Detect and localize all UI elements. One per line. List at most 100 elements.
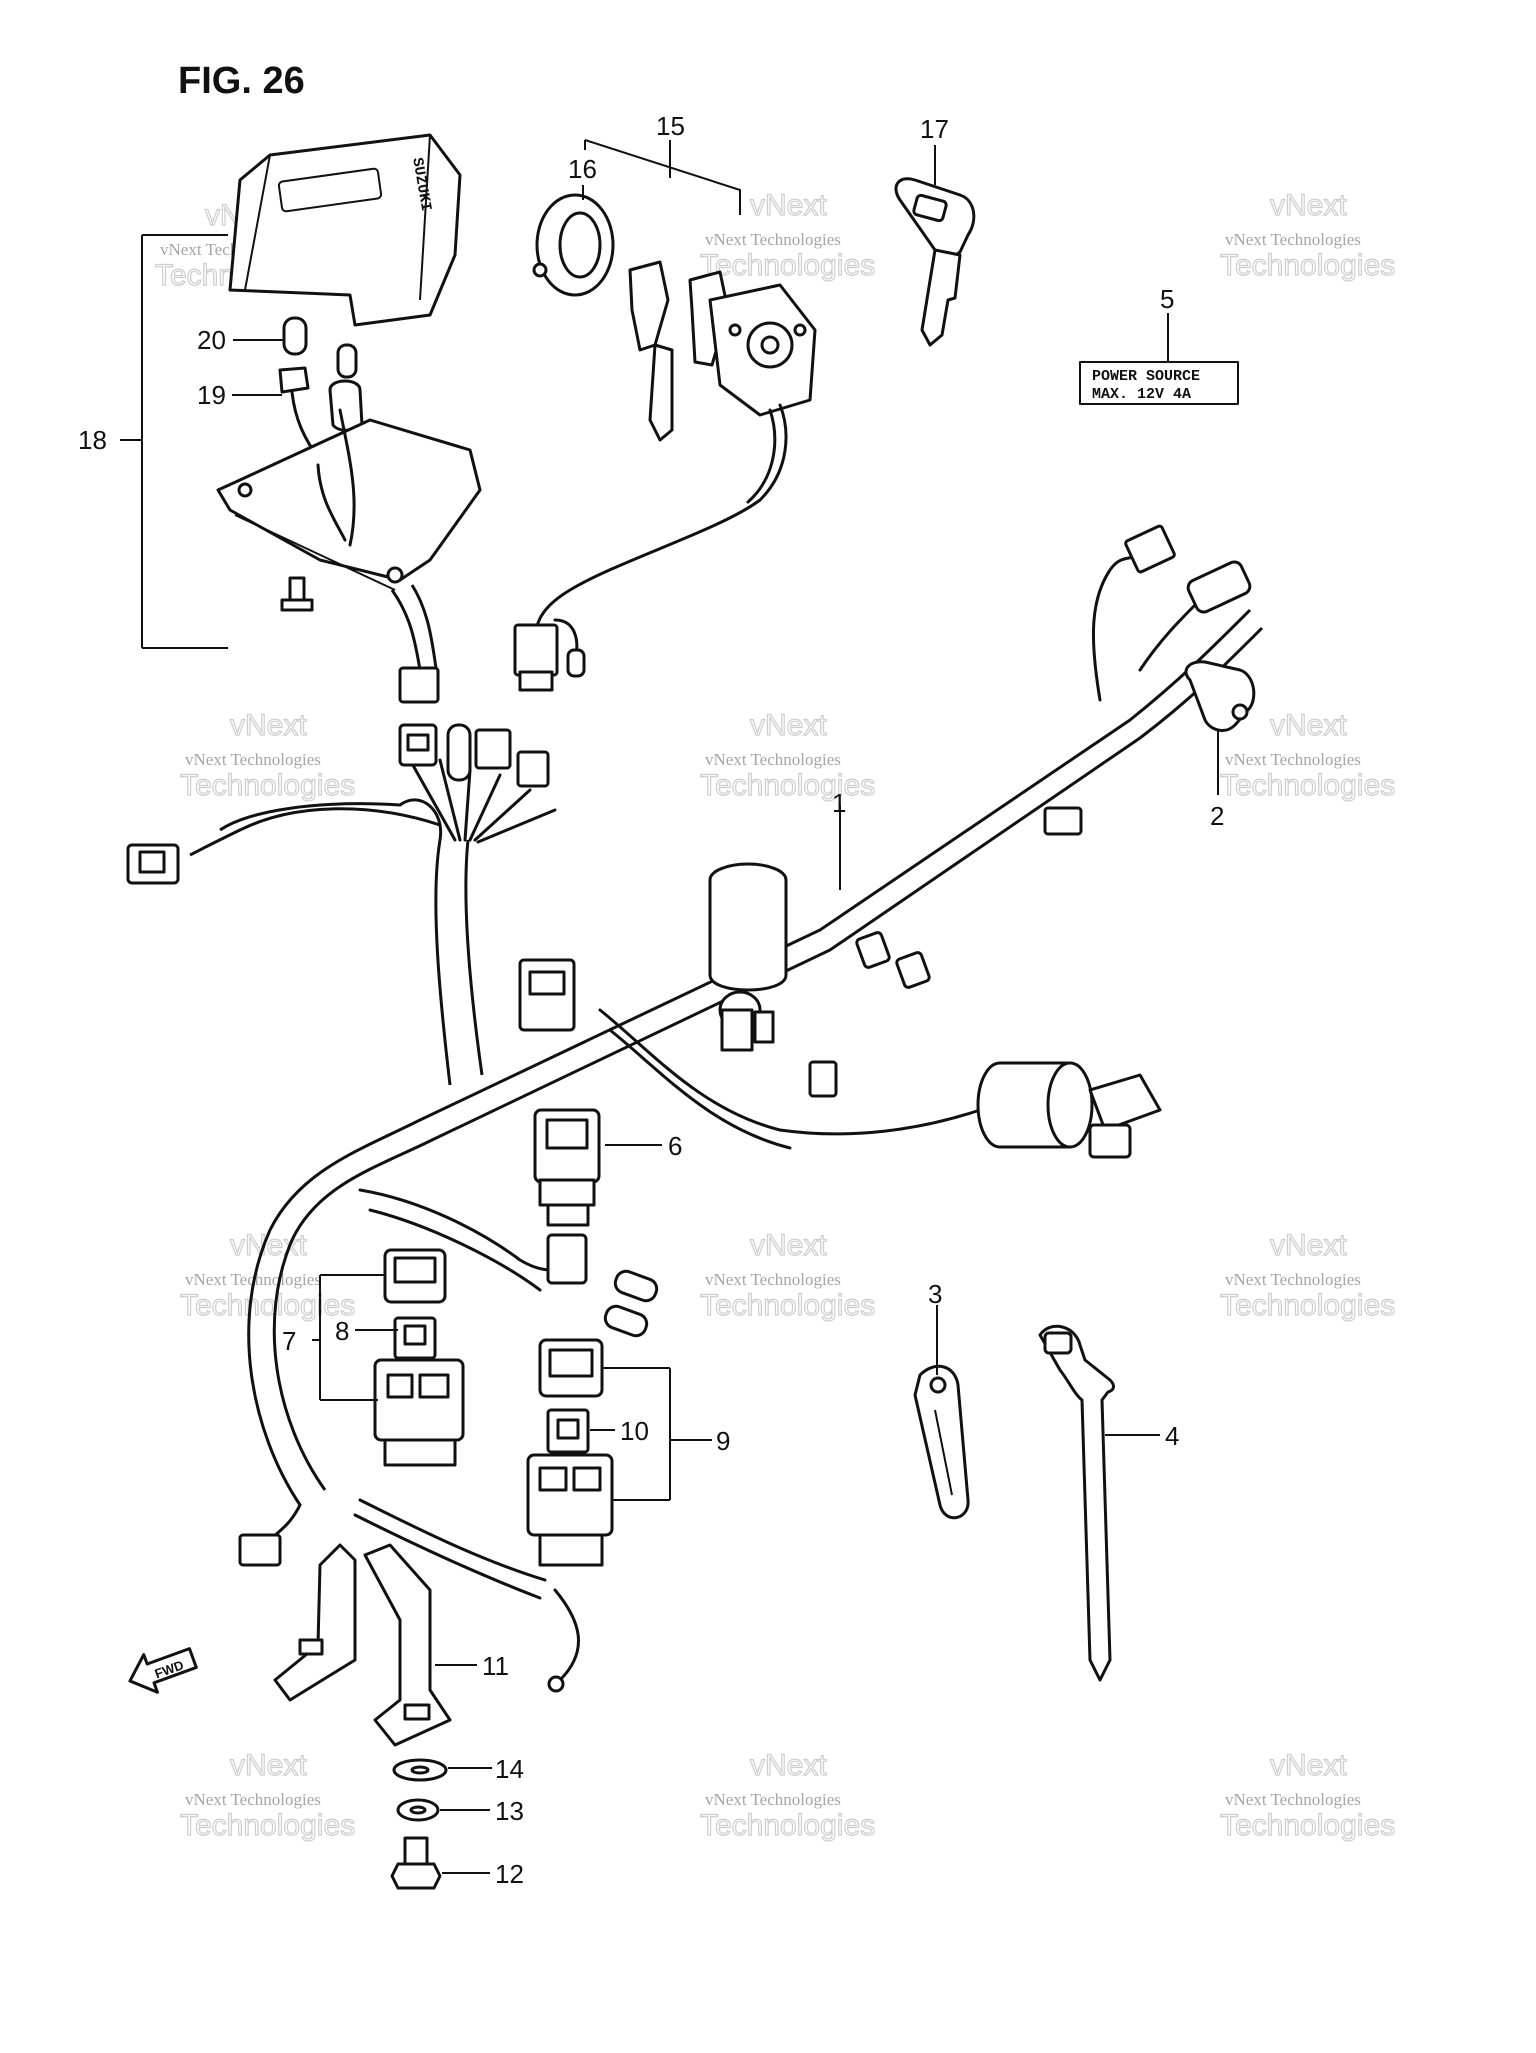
callout-1: 1	[832, 788, 846, 818]
bracket-part-11	[273, 1543, 452, 1747]
watermark-big-2: Technologies	[700, 1809, 875, 1842]
watermark-big-2: Technologies	[1220, 1809, 1395, 1842]
watermark-big-1: vNext	[750, 709, 827, 742]
cap-connector	[895, 951, 931, 989]
watermark-small: vNext Technologies	[1225, 230, 1361, 249]
watermark-big-1: vNext	[1270, 189, 1347, 222]
callout-15: 15	[656, 111, 685, 141]
callout-12: 12	[495, 1859, 524, 1889]
center-coupler-face	[528, 970, 566, 996]
left-connector-face	[138, 850, 166, 874]
ignition-coil	[976, 1061, 1162, 1159]
watermark-big-1: vNext	[1270, 1749, 1347, 1782]
watermark: vNext vNext Technologies Technologies	[179, 708, 355, 802]
watermark-small: vNext Technologies	[1225, 1270, 1361, 1289]
callout-numbers: 1 2 3 4 5 6 7 8 9 10 11 12 13 14 15 16 1…	[78, 111, 1224, 1889]
top-right-sensor	[1186, 560, 1252, 614]
cap-connector	[855, 931, 891, 969]
top-right-connector	[1124, 524, 1176, 574]
washer-part-13	[396, 1798, 440, 1822]
watermark-big-1: vNext	[750, 1229, 827, 1262]
watermark-big-1: vNext	[230, 1749, 307, 1782]
small-connector	[808, 1060, 838, 1098]
label-part-5: POWER SOURCE MAX. 12V 4A	[1079, 361, 1239, 405]
clamp-part-2	[1184, 660, 1256, 732]
relay-part-6	[533, 1108, 601, 1285]
key-part-17	[894, 177, 976, 347]
lower-left-connector	[238, 1533, 282, 1567]
label-line-2: MAX. 12V 4A	[1092, 386, 1191, 403]
watermark-big-1: vNext	[1270, 709, 1347, 742]
watermark: vNext vNext Technologies Technologies	[699, 1748, 875, 1842]
connector-coupler	[516, 750, 550, 788]
watermark: vNext vNext Technologies Technologies	[699, 708, 875, 802]
watermark-big-1: vNext	[230, 709, 307, 742]
label-line-1: POWER SOURCE	[1092, 368, 1200, 385]
callout-8: 8	[335, 1316, 349, 1346]
bullet-connector	[603, 1304, 649, 1338]
harness-connectors	[126, 524, 1252, 1693]
callout-17: 17	[920, 114, 949, 144]
bullet-connector	[613, 1269, 659, 1303]
watermark-big-2: Technologies	[1220, 1289, 1395, 1322]
watermark-big-2: Technologies	[700, 769, 875, 802]
watermark-big-2: Technologies	[1220, 769, 1395, 802]
socket-part-19	[278, 366, 310, 394]
band-part-3	[913, 1364, 970, 1520]
watermark-small: vNext Technologies	[185, 1790, 321, 1809]
watermark-big-2: Technologies	[180, 1809, 355, 1842]
small-connector	[1043, 806, 1083, 836]
callout-11: 11	[482, 1651, 509, 1681]
watermark-small: vNext Technologies	[705, 750, 841, 769]
wire-terminal	[547, 1675, 565, 1693]
switch-cap-part-16	[532, 193, 615, 297]
cable-tie-part-4	[1038, 1324, 1115, 1682]
callout-19: 19	[197, 380, 226, 410]
callout-10: 10	[620, 1416, 649, 1446]
watermark: vNext vNext Technologies Technologies	[1219, 188, 1395, 282]
watermark-big-2: Technologies	[700, 1289, 875, 1322]
callout-18: 18	[78, 425, 107, 455]
watermark-layer: vNext vNext Technologies Technologies vN…	[154, 188, 1395, 1842]
connector-coupler-face	[406, 733, 430, 752]
watermark-small: vNext Technologies	[1225, 1790, 1361, 1809]
watermark-big-1: vNext	[1270, 1229, 1347, 1262]
callout-16: 16	[568, 154, 597, 184]
clamp-hole	[1231, 703, 1249, 721]
watermark-small: vNext Technologies	[185, 750, 321, 769]
watermark: vNext vNext Technologies Technologies	[179, 1748, 355, 1842]
callout-7: 7	[282, 1326, 296, 1356]
watermark-big-1: vNext	[750, 1749, 827, 1782]
connector-coupler	[474, 728, 512, 770]
watermark: vNext vNext Technologies Technologies	[699, 188, 875, 282]
watermark-small: vNext Technologies	[1225, 750, 1361, 769]
watermark: vNext vNext Technologies Technologies	[1219, 1748, 1395, 1842]
watermark-big-2: Technologies	[180, 769, 355, 802]
callout-5: 5	[1160, 284, 1174, 314]
indicator-assembly-part-18: SUZUKI	[216, 133, 482, 704]
callout-6: 6	[668, 1131, 682, 1161]
watermark-big-2: Technologies	[700, 249, 875, 282]
washer-part-14	[392, 1758, 448, 1782]
watermark-big-2: Technologies	[1220, 249, 1395, 282]
solenoid-canister	[708, 862, 788, 1052]
watermark: vNext vNext Technologies Technologies	[699, 1228, 875, 1322]
bolt-part-12	[390, 1836, 442, 1890]
callout-2: 2	[1210, 801, 1224, 831]
relay-socket	[373, 1358, 465, 1442]
relay-assembly-9	[526, 1338, 614, 1567]
watermark-small: vNext Technologies	[705, 1790, 841, 1809]
watermark-small: vNext Technologies	[705, 1270, 841, 1289]
connector-bullet	[446, 723, 472, 782]
relay-assembly-7	[373, 1248, 465, 1467]
callout-3: 3	[928, 1279, 942, 1309]
watermark: vNext vNext Technologies Technologies	[1219, 708, 1395, 802]
forward-arrow: FWD	[128, 1647, 198, 1694]
watermark-big-1: vNext	[750, 189, 827, 222]
callout-9: 9	[716, 1426, 730, 1456]
callout-20: 20	[197, 325, 226, 355]
figure-title: FIG. 26	[178, 60, 305, 102]
watermark-small: vNext Technologies	[705, 230, 841, 249]
ignition-switch-part-15	[513, 193, 817, 692]
